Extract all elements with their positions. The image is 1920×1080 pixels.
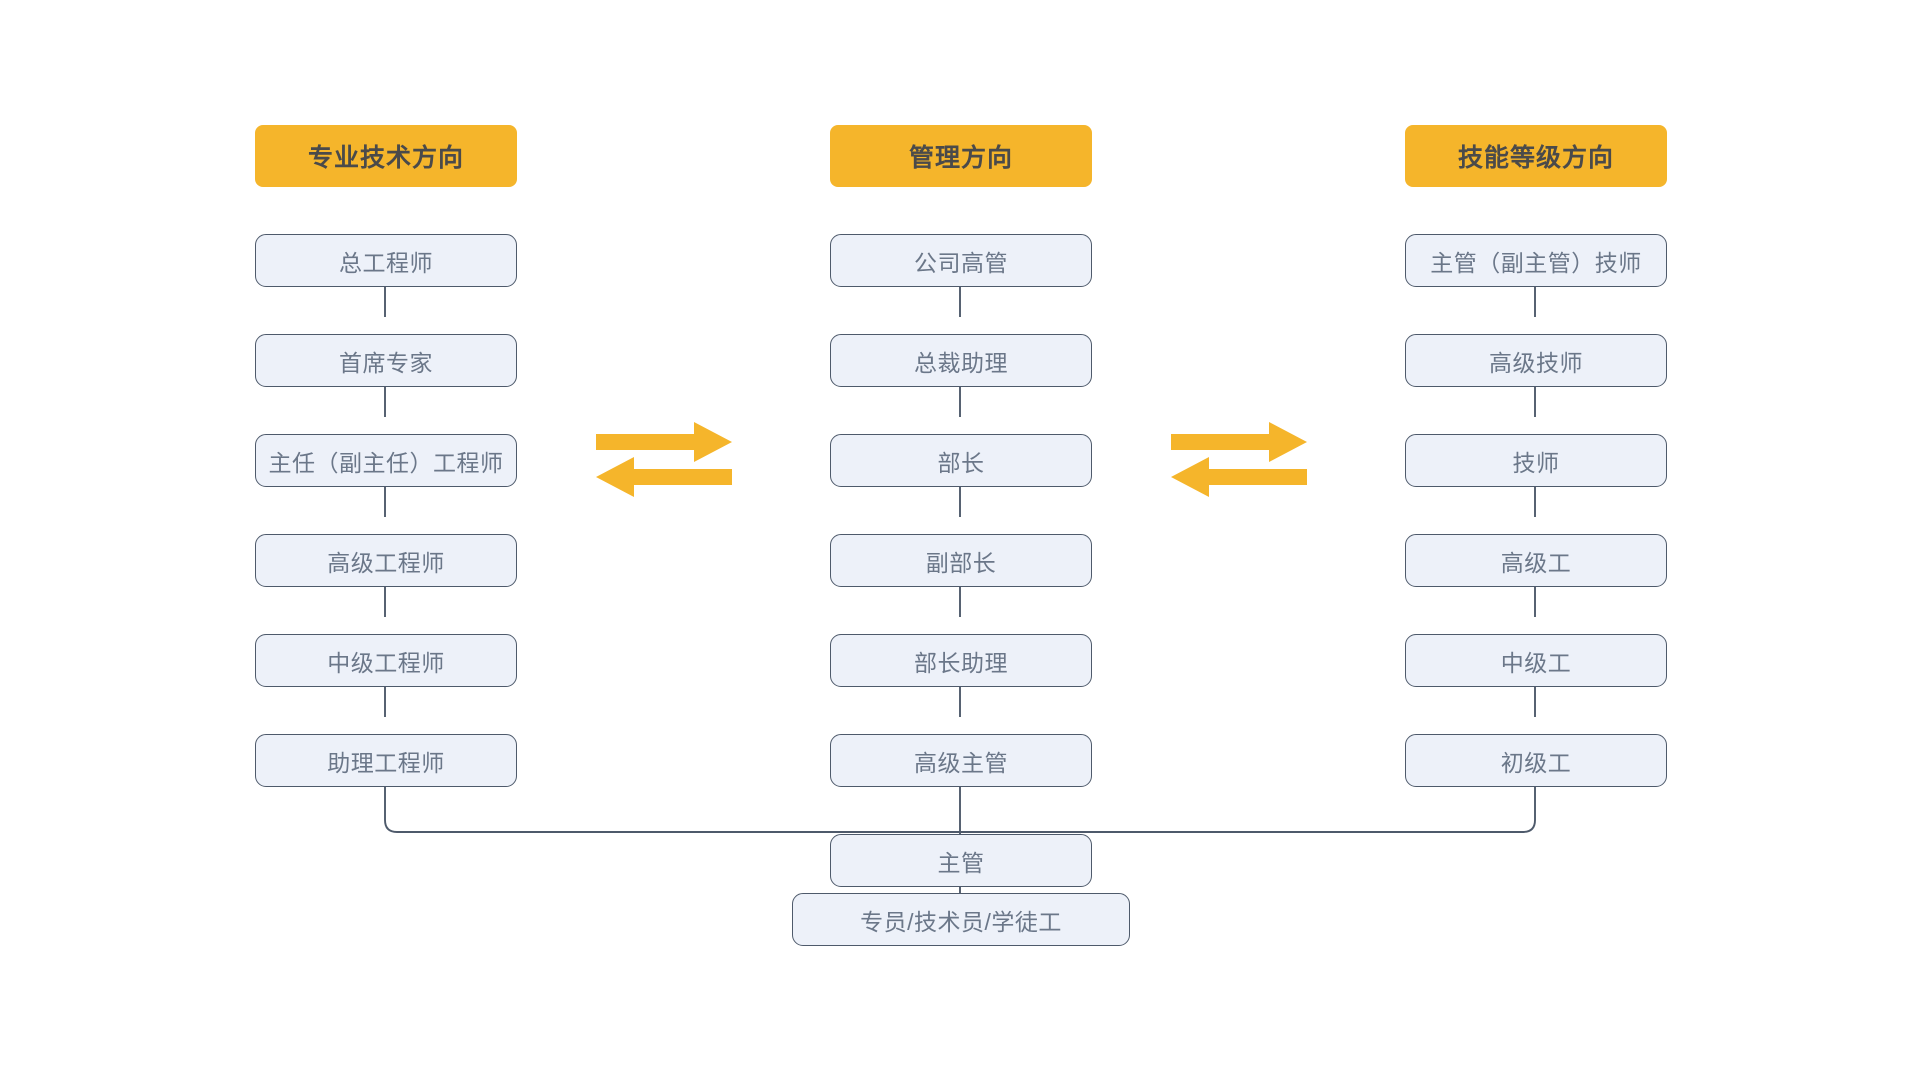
node-label: 副部长	[925, 549, 997, 576]
node-label: 部长助理	[914, 649, 1008, 676]
node-base-entry[interactable]: 专员/技术员/学徒工	[792, 893, 1130, 946]
node-technical-2[interactable]: 主任（副主任）工程师	[255, 434, 517, 487]
column-header-skill-label: 技能等级方向	[1457, 144, 1614, 172]
node-label: 中级工程师	[327, 649, 445, 676]
node-label: 主任（副主任）工程师	[268, 449, 504, 476]
node-label: 高级主管	[914, 749, 1008, 776]
node-label: 高级技师	[1489, 349, 1583, 376]
node-label: 主管	[937, 849, 985, 876]
column-header-skill: 技能等级方向	[1405, 125, 1667, 187]
node-skill-2[interactable]: 技师	[1405, 434, 1667, 487]
node-skill-5[interactable]: 初级工	[1405, 734, 1667, 787]
node-technical-5[interactable]: 助理工程师	[255, 734, 517, 787]
bidirectional-transfer-icon-left	[594, 422, 734, 497]
node-label: 助理工程师	[327, 749, 445, 776]
column-header-technical: 专业技术方向	[255, 125, 517, 187]
node-skill-0[interactable]: 主管（副主管）技师	[1405, 234, 1667, 287]
node-management-0[interactable]: 公司高管	[830, 234, 1092, 287]
column-header-technical-label: 专业技术方向	[307, 144, 464, 172]
node-management-1[interactable]: 总裁助理	[830, 334, 1092, 387]
node-technical-3[interactable]: 高级工程师	[255, 534, 517, 587]
node-technical-4[interactable]: 中级工程师	[255, 634, 517, 687]
node-label: 技师	[1512, 449, 1560, 476]
transfer-arrows-svg	[1171, 422, 1307, 497]
node-label: 专员/技术员/学徒工	[860, 908, 1062, 935]
node-technical-1[interactable]: 首席专家	[255, 334, 517, 387]
node-technical-0[interactable]: 总工程师	[255, 234, 517, 287]
bidirectional-transfer-icon-right	[1169, 422, 1309, 497]
node-label: 初级工	[1500, 749, 1572, 776]
node-management-5[interactable]: 高级主管	[830, 734, 1092, 787]
node-management-3[interactable]: 副部长	[830, 534, 1092, 587]
node-management-4[interactable]: 部长助理	[830, 634, 1092, 687]
node-label: 首席专家	[339, 349, 433, 376]
node-skill-3[interactable]: 高级工	[1405, 534, 1667, 587]
node-label: 高级工程师	[327, 549, 445, 576]
node-label: 主管（副主管）技师	[1430, 249, 1642, 276]
transfer-arrows-svg	[596, 422, 732, 497]
node-label: 总工程师	[339, 249, 433, 276]
node-label: 公司高管	[914, 249, 1008, 276]
node-management-6[interactable]: 主管	[830, 834, 1092, 887]
node-label: 中级工	[1500, 649, 1572, 676]
column-header-management-label: 管理方向	[908, 144, 1013, 172]
node-label: 部长	[937, 449, 985, 476]
node-label: 高级工	[1500, 549, 1572, 576]
node-management-2[interactable]: 部长	[830, 434, 1092, 487]
node-skill-1[interactable]: 高级技师	[1405, 334, 1667, 387]
node-skill-4[interactable]: 中级工	[1405, 634, 1667, 687]
node-label: 总裁助理	[914, 349, 1008, 376]
link-bottom-bus	[384, 787, 1536, 833]
column-header-management: 管理方向	[830, 125, 1092, 187]
